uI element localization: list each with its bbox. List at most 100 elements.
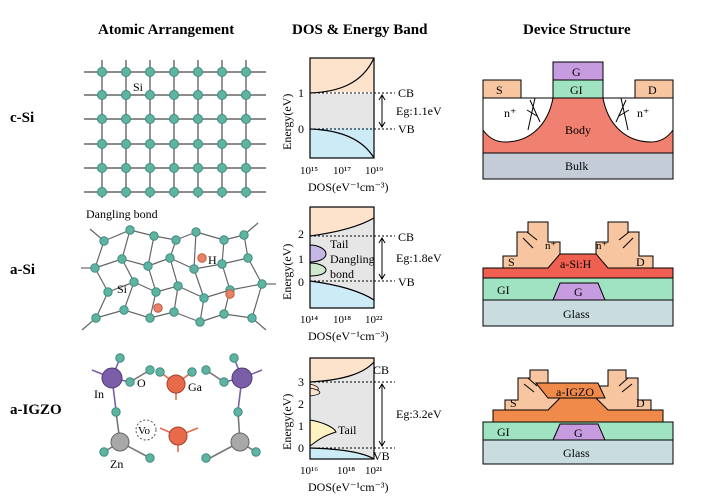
- si-atom: [217, 90, 227, 100]
- network-bond: [229, 283, 263, 291]
- si-atom: [217, 187, 227, 197]
- a-si-vb-region: [310, 281, 374, 308]
- a-igzo-tail: [309, 419, 337, 447]
- si-atom: [193, 67, 203, 77]
- si-atom: [191, 227, 201, 237]
- c-si-xtick-3: 10¹⁹: [365, 165, 383, 177]
- a-si-source-label: S: [508, 255, 515, 269]
- si-atom: [121, 139, 131, 149]
- si-atom: [169, 163, 179, 173]
- a-si-vb-label: VB: [398, 275, 415, 289]
- network-bond: [121, 229, 131, 260]
- oxygen-atom: [233, 407, 243, 417]
- oxygen-atom: [125, 377, 135, 387]
- si-atom: [241, 114, 251, 124]
- si-atom: [119, 305, 129, 315]
- c-si-dos-plot: [309, 57, 395, 159]
- oxygen-atom: [187, 367, 197, 377]
- si-atom: [145, 90, 155, 100]
- a-igzo-in-label: In: [94, 387, 104, 401]
- si-atom: [97, 67, 107, 77]
- si-atom: [169, 114, 179, 124]
- si-atom: [193, 139, 203, 149]
- si-atom: [217, 67, 227, 77]
- si-atom: [117, 254, 127, 264]
- network-bond: [193, 268, 205, 299]
- a-si-dos-plot: [309, 206, 395, 309]
- si-atom: [125, 225, 135, 235]
- si-atom: [145, 187, 155, 197]
- c-si-nplus-right-region: [602, 97, 674, 143]
- si-atom: [217, 163, 227, 173]
- a-si-ylabel: Energy(eV): [280, 244, 294, 300]
- oxygen-atom: [229, 353, 239, 363]
- a-si-nplus-right-label: n⁺: [596, 240, 608, 252]
- c-si-nplus-right-label: n⁺: [637, 106, 649, 120]
- a-igzo-gi-label: GI: [497, 425, 510, 439]
- si-atom: [241, 90, 251, 100]
- a-igzo-ylabel: Energy(eV): [280, 394, 294, 450]
- si-atom: [129, 277, 139, 287]
- si-atom: [149, 231, 159, 241]
- a-igzo-zn-label: Zn: [110, 457, 123, 471]
- network-bond: [193, 263, 223, 270]
- a-igzo-cb-label: CB: [373, 363, 389, 377]
- a-si-channel-label: a-Si:H: [560, 257, 592, 271]
- column-title-device: Device Structure: [523, 22, 631, 38]
- network-bond: [103, 229, 131, 242]
- hydrogen-atom: [153, 303, 163, 313]
- oxygen-atom: [201, 453, 211, 463]
- c-si-xtick-1: 10¹⁵: [300, 165, 318, 177]
- si-atom: [91, 313, 101, 323]
- si-atom: [169, 307, 179, 317]
- c-si-device: [482, 61, 674, 180]
- c-si-gate-label: G: [572, 65, 581, 79]
- row-label-a-igzo: a-IGZO: [10, 402, 62, 418]
- oxygen-atom: [115, 353, 125, 363]
- c-si-gi-label: GI: [570, 83, 583, 97]
- si-atom: [97, 139, 107, 149]
- a-si-gi-label: GI: [497, 283, 510, 297]
- si-atom: [143, 261, 153, 271]
- network-bond: [95, 291, 109, 319]
- si-atom: [241, 163, 251, 173]
- si-atom: [97, 114, 107, 124]
- c-si-drain-label: D: [648, 83, 657, 97]
- si-atom: [171, 235, 181, 245]
- oxygen-atom: [145, 453, 155, 463]
- a-igzo-eg-label: Eg:3.2eV: [396, 407, 442, 421]
- a-igzo-dos-plot: [309, 357, 395, 460]
- indium-atom: [231, 367, 253, 389]
- row-label-a-si: a-Si: [10, 262, 36, 278]
- c-si-cb-shade: [310, 58, 374, 94]
- a-igzo-vb-label: VB: [373, 449, 390, 463]
- c-si-vb-label: VB: [398, 122, 415, 136]
- si-atom: [97, 163, 107, 173]
- a-si-drain-label: D: [636, 255, 645, 269]
- column-title-atomic: Atomic Arrangement: [98, 22, 235, 38]
- network-bond: [123, 281, 135, 311]
- si-atom: [193, 187, 203, 197]
- c-si-xtick-2: 10¹⁷: [333, 165, 351, 177]
- a-si-dangling-label: Dangling bond: [86, 207, 158, 221]
- si-atom: [121, 163, 131, 173]
- a-si-network: [81, 222, 276, 331]
- si-atom: [189, 264, 199, 274]
- a-si-eg-label: Eg:1.8eV: [396, 251, 442, 265]
- si-atom: [121, 114, 131, 124]
- zinc-atom: [110, 432, 130, 452]
- si-atom: [193, 163, 203, 173]
- si-atom: [121, 187, 131, 197]
- a-igzo-xtick-3: 10²¹: [365, 465, 383, 477]
- c-si-gap-region: [310, 94, 374, 128]
- c-si-nplus-left-label: n⁺: [504, 106, 516, 120]
- a-si-ytick-0: 0: [298, 275, 304, 289]
- a-si-xtick-1: 10¹⁴: [300, 314, 318, 326]
- si-atom: [169, 67, 179, 77]
- a-si-cb-region: [310, 207, 374, 236]
- si-atom: [247, 313, 257, 323]
- si-atom: [193, 90, 203, 100]
- si-atom: [195, 317, 205, 327]
- a-igzo-vb-region: [310, 448, 374, 459]
